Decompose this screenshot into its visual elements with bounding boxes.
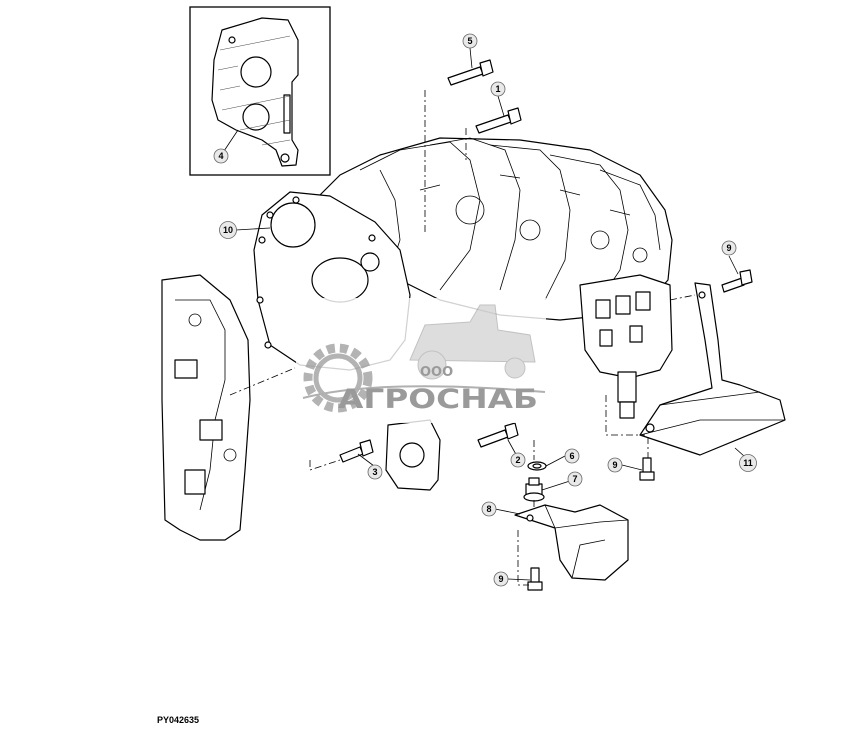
- svg-text:2: 2: [515, 455, 520, 465]
- bolt-5: [447, 59, 494, 86]
- assembly-line: [605, 395, 645, 436]
- callout-7: 7: [567, 471, 583, 487]
- svg-text:9: 9: [726, 243, 731, 253]
- bolt-3: [339, 439, 374, 463]
- bolt-1: [475, 107, 522, 134]
- svg-text:9: 9: [498, 574, 503, 584]
- bolt-9-mid: [639, 457, 655, 481]
- callout-9-top: 9: [721, 240, 737, 256]
- svg-text:3: 3: [372, 467, 377, 477]
- assembly-line: [229, 367, 296, 396]
- svg-text:5: 5: [467, 36, 472, 46]
- bolt-2: [477, 422, 519, 448]
- callout-11: 11: [739, 454, 757, 472]
- figure-code: PY042635: [157, 715, 199, 725]
- gear-icon: [303, 343, 373, 413]
- callout-1: 1: [490, 81, 506, 97]
- callout-8: 8: [481, 501, 497, 517]
- engine-block-fragment: [161, 274, 251, 541]
- callout-10: 10: [219, 221, 237, 239]
- callout-5: 5: [462, 33, 478, 49]
- washer-6: [527, 461, 547, 471]
- gasket-inset: [189, 6, 331, 176]
- svg-text:10: 10: [223, 225, 233, 235]
- assembly-line: [309, 459, 341, 471]
- tractor-icon: [409, 304, 536, 380]
- callout-6: 6: [564, 448, 580, 464]
- bracket-shield: [514, 504, 629, 581]
- svg-text:11: 11: [743, 458, 753, 468]
- lower-flange: [385, 419, 441, 491]
- transmission-housing: [319, 137, 673, 321]
- callout-2: 2: [510, 452, 526, 468]
- watermark-prefix: ООО: [420, 365, 453, 380]
- svg-text:1: 1: [495, 84, 500, 94]
- bracket-plate: [639, 282, 786, 456]
- svg-text:6: 6: [569, 451, 574, 461]
- svg-text:7: 7: [572, 474, 577, 484]
- assembly-line: [517, 530, 529, 586]
- callout-4: 4: [213, 148, 229, 164]
- valve-block: [579, 274, 673, 419]
- svg-text:9: 9: [612, 460, 617, 470]
- plug-7: [523, 477, 545, 502]
- callout-3: 3: [367, 464, 383, 480]
- svg-text:8: 8: [486, 504, 491, 514]
- bolt-9-top: [721, 269, 753, 293]
- callout-9-mid: 9: [607, 457, 623, 473]
- watermark: ООО АГРОСНАБ: [296, 298, 546, 423]
- callout-9-bottom: 9: [493, 571, 509, 587]
- assembly-line: [669, 294, 696, 301]
- bolt-9-bottom: [527, 567, 543, 591]
- watermark-company: АГРОСНАБ: [338, 384, 538, 415]
- svg-text:4: 4: [218, 151, 223, 161]
